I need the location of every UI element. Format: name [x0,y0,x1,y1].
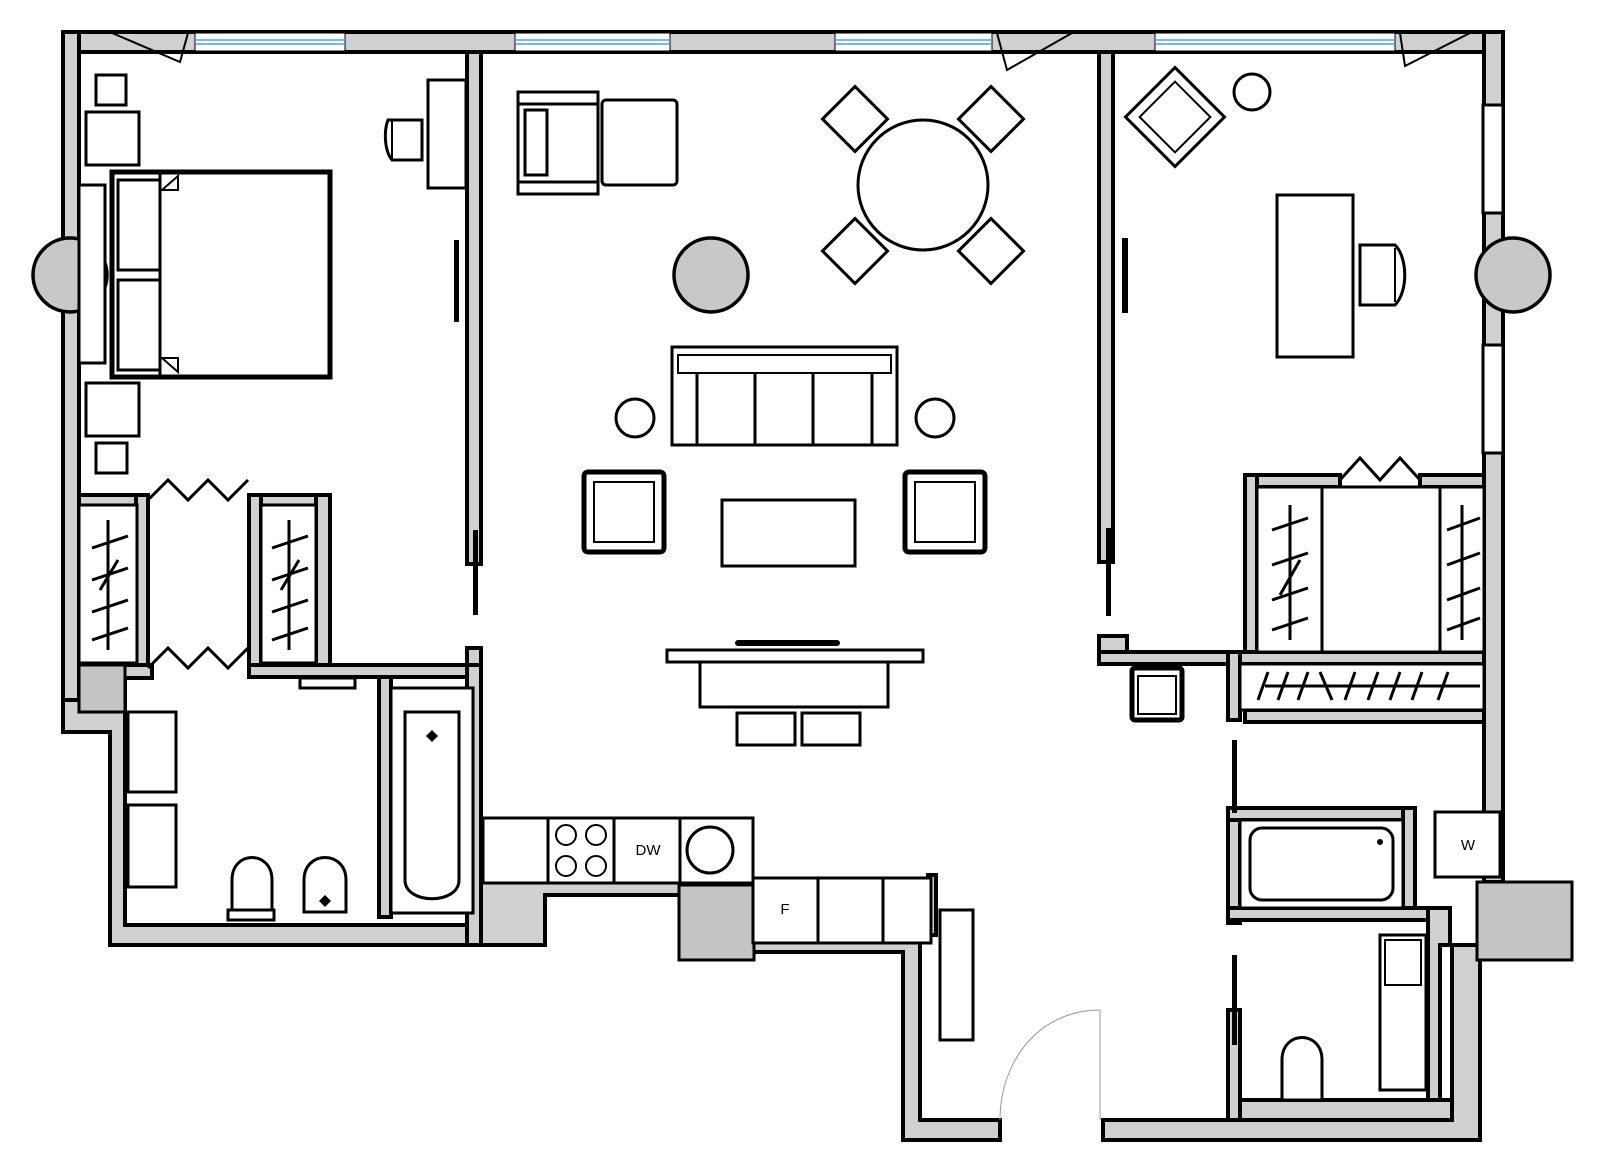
dining-chair [820,84,890,154]
washer [1433,810,1502,879]
lounge-chair [1123,65,1227,169]
armchair-right-seat [914,481,976,543]
kitchen: DW F [481,816,975,1042]
coffee-table [720,498,857,568]
ottoman [600,98,679,187]
washer-label: W [1461,837,1476,854]
bedroom-right [1123,65,1505,723]
hall-chair-seat [1137,675,1177,715]
sofa [670,345,899,447]
wardrobe-right [259,503,318,665]
windows [111,32,1471,72]
counter-lower [751,876,933,945]
wardrobe-right-b [1438,485,1486,654]
vanity-bottom [126,803,178,889]
desk-chair-left [383,78,468,190]
side-table-left [614,397,656,439]
closet-door-bottom [146,645,250,671]
nightstand-top [84,110,141,167]
fridge-label: F [780,901,789,918]
living-room [516,84,1026,747]
wall-shelf-bottom [1481,343,1505,455]
wardrobe-right-a [1255,485,1324,654]
bed [109,169,333,380]
cooktop [555,824,607,877]
dining-chair [956,84,1026,154]
bedroom-left [77,73,468,671]
dining-table [856,118,990,252]
entry-shelf [938,908,975,1042]
armchair-left-seat [593,481,655,543]
side-table-right [914,397,956,439]
desk-chair-right [1358,243,1407,307]
armchair-top [516,90,600,196]
closet-door-right [1338,455,1422,483]
wardrobe-left [77,503,139,665]
bathroom-left [126,676,475,922]
nightstand-lamp [94,73,128,107]
closet-door-top [146,477,250,503]
dining-set [820,84,1026,286]
vanity-top [126,710,178,794]
toilet-right [1280,1036,1324,1102]
bathroom-right: W [1238,810,1502,1102]
dishwasher-label: DW [636,842,662,859]
bathtub-left [389,686,475,915]
shoe-rack [1238,662,1486,712]
dining-chair [956,216,1026,286]
nightstand-lamp-bottom [94,441,129,475]
wall-shelf-top [1481,103,1505,215]
bidet [302,856,348,914]
dining-chair [820,216,890,286]
toilet [226,856,276,922]
tv-console [665,640,925,747]
headboard-bench [77,183,107,365]
sink [685,825,735,875]
bathtub-right [1238,818,1405,910]
side-table [1232,72,1272,112]
towel-rail [298,676,357,690]
closet-center [1320,485,1442,654]
desk [1275,193,1355,359]
nightstand-bottom [84,381,141,438]
basin-right [1384,939,1422,986]
doors [454,238,1237,1121]
